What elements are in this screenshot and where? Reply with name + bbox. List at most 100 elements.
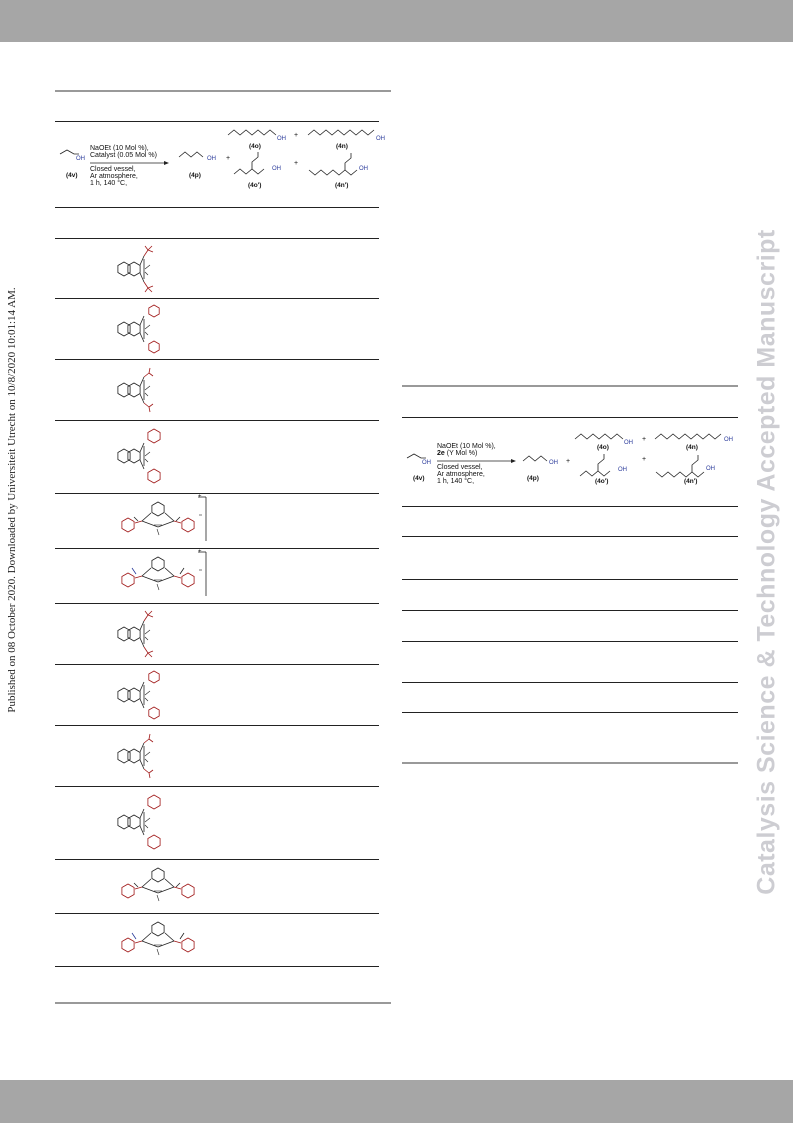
catalyst-structure xyxy=(110,422,170,495)
left-table-footer-rule xyxy=(55,1002,391,1004)
row-rule xyxy=(402,682,738,683)
compound-4p-label: (4p) xyxy=(527,475,539,482)
ethanol-structure xyxy=(59,149,79,155)
condition-temperature: 1 h, 140 °C, xyxy=(90,180,128,187)
row-rule xyxy=(55,913,379,914)
top-header-bar xyxy=(0,0,793,42)
left-scheme-top-rule xyxy=(55,121,379,122)
oh-label: OH xyxy=(376,136,385,142)
download-note-text: Published on 08 October 2020. Downloaded… xyxy=(6,287,18,713)
condition-vessel: Closed vessel, xyxy=(437,464,483,471)
nhc-complex-svg xyxy=(121,921,195,956)
nhc-complex-svg xyxy=(121,867,195,902)
row-rule xyxy=(55,420,379,421)
row-rule xyxy=(55,859,379,860)
compound-4n-prime-label: (4n') xyxy=(684,478,698,485)
compound-4n-prime-label: (4n') xyxy=(335,182,349,189)
plus-sign: + xyxy=(642,456,647,463)
compound-4v-label: (4v) xyxy=(413,475,425,482)
catalyst-structure xyxy=(110,915,210,970)
ethanol-structure xyxy=(406,453,426,459)
condition-vessel: Closed vessel, xyxy=(90,166,136,173)
butanol-structure xyxy=(522,455,548,462)
compound-4n-label: (4n) xyxy=(686,444,698,451)
compound-4o-prime-label: (4o') xyxy=(248,182,262,189)
condition-base: NaOEt (10 Mol %), xyxy=(437,443,496,450)
oh-label: OH xyxy=(422,460,431,466)
right-scheme-top-rule xyxy=(402,417,738,418)
row-rule xyxy=(55,548,379,549)
condition-base: NaOEt (10 Mol %), xyxy=(90,145,149,152)
oh-label: OH xyxy=(207,156,216,162)
row-rule xyxy=(55,786,379,787)
oh-label: OH xyxy=(272,166,281,172)
row-rule xyxy=(55,493,379,494)
row-rule xyxy=(402,579,738,580)
catalyst-structure xyxy=(110,666,170,729)
cation-charge: + xyxy=(198,494,202,500)
oh-label: OH xyxy=(624,440,633,446)
catalyst-structure xyxy=(110,495,210,552)
left-table-top-rule xyxy=(55,90,391,92)
oh-label: OH xyxy=(618,467,627,473)
plus-sign: + xyxy=(226,155,231,162)
right-scheme-bottom-rule xyxy=(402,506,738,507)
ethylbutanol-structure xyxy=(233,152,265,175)
left-header-rule xyxy=(55,238,379,239)
row-rule xyxy=(55,664,379,665)
condition-catalyst: Catalyst (0.05 Mol %) xyxy=(90,152,157,159)
pincer-complex-svg xyxy=(117,367,154,413)
catalyst-id: 2e xyxy=(437,450,445,457)
nhc-complex-svg xyxy=(121,496,207,541)
catalyst-structure xyxy=(110,240,170,303)
butanol-structure xyxy=(178,151,204,158)
compound-4n-label: (4n) xyxy=(336,143,348,150)
oh-label: OH xyxy=(76,156,85,162)
catalyst-structure xyxy=(110,788,170,861)
compound-4p-label: (4p) xyxy=(189,172,201,179)
condition-atmosphere: Ar atmosphere, xyxy=(90,173,138,180)
plus-sign: + xyxy=(294,132,299,139)
catalyst-structure xyxy=(110,861,210,916)
octanol-structure xyxy=(654,433,722,440)
condition-temperature: 1 h, 140 °C, xyxy=(437,478,475,485)
catalyst-loading: (Y Mol %) xyxy=(444,450,478,457)
row-rule xyxy=(55,603,379,604)
catalyst-structure xyxy=(110,727,170,790)
plus-sign: + xyxy=(642,436,647,443)
octanol-structure xyxy=(307,129,375,136)
compound-4v-label: (4v) xyxy=(66,172,78,179)
pincer-complex-svg xyxy=(117,733,154,779)
reaction-arrow xyxy=(437,459,516,463)
pincer-complex-svg xyxy=(117,670,160,720)
pincer-complex-svg xyxy=(117,610,154,658)
row-rule xyxy=(55,359,379,360)
catalyst-structure xyxy=(110,605,170,668)
right-table-bottom-rule xyxy=(402,712,738,713)
pincer-complex-svg xyxy=(117,428,161,484)
journal-watermark: Catalysis Science & Technology Accepted … xyxy=(747,0,787,1123)
oh-label: OH xyxy=(549,460,558,466)
right-table-top-rule xyxy=(402,385,738,387)
condition-atmosphere: Ar atmosphere, xyxy=(437,471,485,478)
left-scheme-bottom-rule xyxy=(55,207,379,208)
ethylhexanol-structure xyxy=(308,153,358,176)
oh-label: OH xyxy=(724,437,733,443)
pincer-complex-svg xyxy=(117,794,161,850)
reaction-arrow xyxy=(90,161,169,165)
compound-4o-label: (4o) xyxy=(249,143,261,150)
oh-label: OH xyxy=(277,136,286,142)
catalyst-structure xyxy=(110,361,170,424)
watermark-text: Catalysis Science & Technology Accepted … xyxy=(752,229,781,895)
row-rule xyxy=(402,641,738,642)
compound-4o-label: (4o) xyxy=(597,444,609,451)
catalyst-structure xyxy=(110,300,170,363)
nhc-complex-svg xyxy=(121,551,207,596)
oh-label: OH xyxy=(359,166,368,172)
compound-4o-prime-label: (4o') xyxy=(595,478,609,485)
cation-charge: + xyxy=(198,549,202,555)
pincer-complex-svg xyxy=(117,304,160,354)
ethylbutanol-structure xyxy=(579,454,611,477)
right-header-rule xyxy=(402,536,738,537)
row-rule xyxy=(402,610,738,611)
